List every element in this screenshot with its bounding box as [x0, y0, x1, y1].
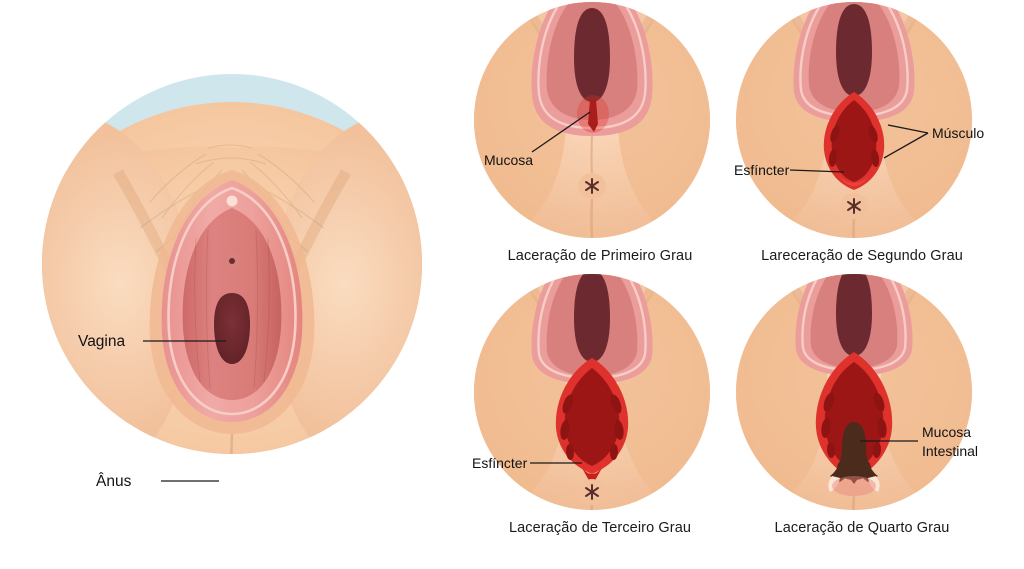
- mucosa-leader-line: [531, 111, 591, 153]
- panel-1-raphe: [590, 135, 593, 175]
- body-circle: [42, 74, 422, 522]
- right-thigh: [270, 112, 422, 454]
- panel-4-vaginal-opening: [836, 274, 872, 356]
- panel-1-tear: [588, 100, 598, 132]
- panel-3-right-thigh: [618, 274, 710, 510]
- panel-2-muscle-bands: [828, 125, 880, 167]
- panel-2-vaginal-opening: [836, 4, 872, 96]
- panel-2-anus-pucker: [847, 198, 861, 214]
- anus-label: Ânus: [96, 473, 132, 490]
- panel-4-right-thigh: [880, 274, 972, 510]
- panel-1-right-thigh: [618, 2, 710, 238]
- vaginal-opening: [214, 293, 250, 364]
- panel-second-degree-caption: Lareceração de Segundo Grau: [761, 248, 963, 264]
- panel-fourth-degree-caption: Laceração de Quarto Grau: [774, 520, 950, 536]
- panel-third-degree-svg: Esfíncter: [472, 274, 710, 510]
- panel-4-body: [736, 274, 972, 510]
- panel-4-muscle-bands: [821, 392, 887, 458]
- panel-3-body: [474, 274, 710, 510]
- panel-4-wound-deep: [824, 362, 884, 472]
- panel-third-degree: Esfíncter Laceração de Terceiro Grau: [470, 272, 730, 562]
- panel-2-body: [736, 2, 972, 238]
- panel-4-cleft: [852, 495, 856, 510]
- panel-2-cleft: [852, 218, 856, 238]
- musculo-leader-line: [883, 124, 929, 159]
- panel-2-right-thigh: [880, 2, 972, 238]
- panel-first-degree-caption: Laceração de Primeiro Grau: [507, 248, 693, 264]
- musculo-label: Músculo: [932, 125, 984, 141]
- panel-1-cleft: [590, 198, 594, 238]
- panel-1-body: [474, 2, 710, 238]
- panel-3-left-thigh: [474, 274, 566, 510]
- panel-2-sphincter: [839, 176, 869, 186]
- vagina-label: Vagina: [78, 333, 125, 350]
- vestibule-texture: [194, 229, 270, 389]
- anus-bump: [217, 468, 247, 496]
- panel-4-rectal-opening: [837, 456, 871, 480]
- panel-3-muscle-bands: [560, 394, 624, 460]
- panel-2-left-thigh: [736, 2, 828, 238]
- panel-fourth-degree: Mucosa Intestinal Laceração de Quarto Gr…: [732, 272, 992, 562]
- panel-1-tear-inflammation: [577, 95, 609, 133]
- panel-4-anal-margin-left: [828, 476, 840, 492]
- main-illustration: Vagina Ânus: [0, 52, 460, 522]
- clitoris: [226, 195, 238, 207]
- panel-1-vaginal-opening: [574, 8, 610, 102]
- panel-4-perianal-inflammation: [832, 476, 876, 496]
- main-illustration-svg: Vagina Ânus: [42, 74, 422, 522]
- panel-first-degree: Mucosa Laceração de Primeiro Grau: [470, 0, 730, 290]
- perineum-raphe: [230, 433, 234, 454]
- panel-2-wound-deep: [831, 100, 877, 182]
- panel-3-wound-deep: [564, 368, 620, 466]
- panel-second-degree: Músculo Esfíncter Lareceração de Segundo…: [732, 0, 992, 290]
- panel-3-cleft: [590, 504, 594, 510]
- panel-first-degree-svg: Mucosa: [474, 2, 710, 238]
- esfincter-label-p3: Esfíncter: [472, 455, 528, 471]
- urethral-opening: [229, 258, 235, 264]
- panel-third-degree-caption: Laceração de Terceiro Grau: [508, 520, 692, 536]
- esfincter-label-p2: Esfíncter: [734, 162, 790, 178]
- panel-4-left-thigh: [736, 274, 828, 510]
- panel-4-anal-margin-right: [868, 476, 880, 492]
- panel-3-anus-pucker: [585, 484, 599, 500]
- mucosa-intestinal-label-line1: Mucosa: [922, 424, 971, 440]
- panel-3-vaginal-opening: [574, 274, 610, 362]
- labia-highlight-rim: [167, 186, 297, 416]
- mucosa-intestinal-label-line2: Intestinal: [922, 443, 978, 459]
- mucosa-label: Mucosa: [484, 152, 533, 168]
- left-thigh: [42, 112, 194, 454]
- anus-pucker: [226, 475, 238, 489]
- gluteal-cleft: [232, 496, 233, 522]
- panel-1-left-thigh: [474, 2, 566, 238]
- panel-1-anus-pucker: [585, 178, 599, 194]
- panel-second-degree-svg: Músculo Esfíncter: [734, 2, 984, 238]
- panel-fourth-degree-svg: Mucosa Intestinal: [736, 274, 978, 510]
- esfincter-leader-line-p2: [789, 169, 845, 173]
- panel-3-torn-sphincter: [582, 468, 602, 486]
